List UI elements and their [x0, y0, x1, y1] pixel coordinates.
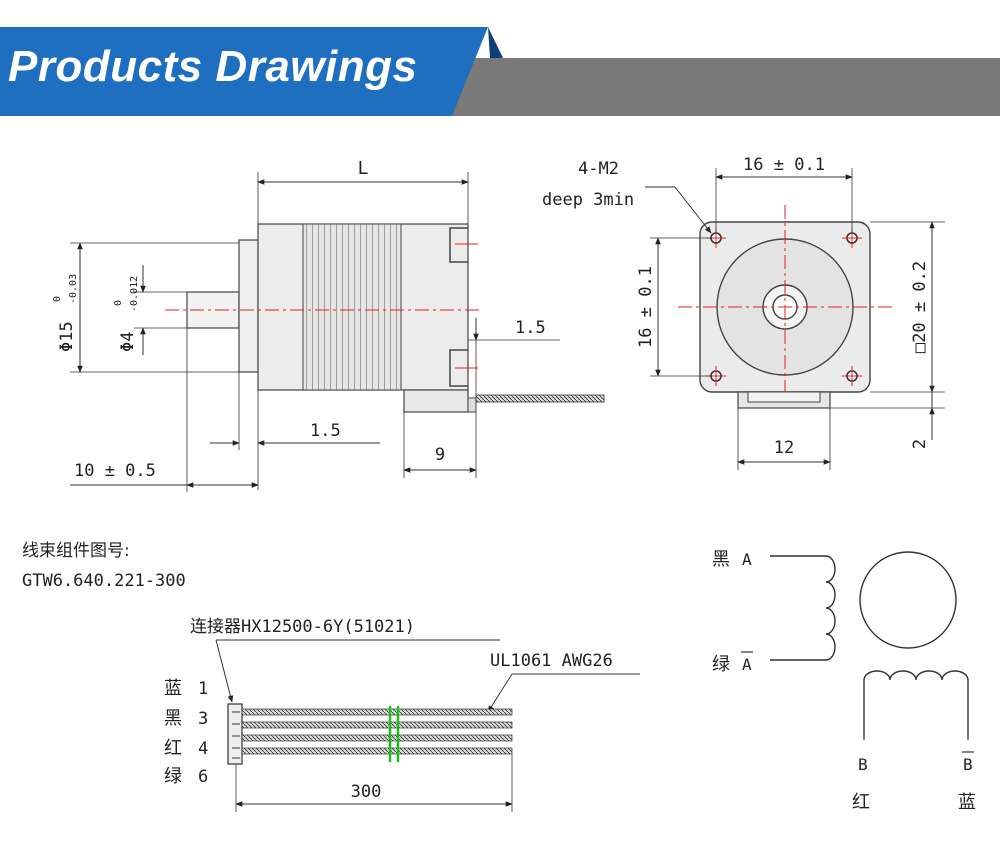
- dim-hole-spacing-x: 16 ± 0.1: [743, 155, 825, 175]
- dim-tab-width: 12: [774, 438, 794, 458]
- dim-square-size: □20 ± 0.2: [910, 261, 930, 353]
- harness-part-number: GTW6.640.221-300: [22, 571, 186, 591]
- svg-text:Φ4: Φ4: [118, 332, 138, 352]
- end-cap-notch-bottom: [449, 349, 468, 387]
- harness-wires: [241, 708, 513, 755]
- leader-connector: [215, 639, 234, 703]
- svg-text:6: 6: [198, 767, 208, 787]
- dim-body-diameter: Φ15 0 -0.03: [52, 274, 79, 352]
- dim-cable-gap: 1.5: [515, 318, 546, 338]
- dim-shaft-length: 10 ± 0.5: [74, 461, 156, 481]
- svg-text:-0.03: -0.03: [68, 274, 79, 304]
- svg-text:0: 0: [113, 300, 124, 306]
- leader-wire: [487, 673, 513, 713]
- front-view: 4-M2 deep 3min 16 ± 0.1 16 ± 0.1 □20 ± 0…: [542, 155, 945, 470]
- coil-b: [863, 670, 969, 740]
- svg-text:4: 4: [198, 739, 208, 759]
- winding-schematic: 黑 A 绿 A B 红 B 蓝: [712, 549, 976, 813]
- end-cap-notch-top: [449, 227, 468, 263]
- dim-shaft-diameter: Φ4 0 -0.012: [113, 276, 140, 352]
- coil-a: [770, 555, 836, 661]
- svg-text:蓝: 蓝: [164, 678, 182, 699]
- page-title: Products Drawings: [8, 42, 418, 91]
- coil-b-left-color: 红: [852, 792, 870, 813]
- harness-connector: [227, 703, 243, 765]
- dim-tab-height: 2: [910, 439, 930, 449]
- lead-cable: [475, 394, 605, 403]
- svg-text:红: 红: [164, 738, 182, 759]
- motor-flange: [238, 239, 259, 373]
- svg-text:绿: 绿: [164, 766, 182, 787]
- harness-title: 线束组件图号:: [22, 541, 130, 561]
- coil-a-top-color: 黑: [712, 549, 730, 570]
- coil-b-right-color: 蓝: [958, 792, 976, 813]
- svg-text:0: 0: [52, 296, 63, 302]
- connector-block: [403, 389, 469, 413]
- motor-winding-section: [302, 223, 402, 391]
- svg-text:3: 3: [198, 709, 208, 729]
- leader-hole-spec: [674, 186, 712, 234]
- connector-spec: 连接器HX12500-6Y(51021): [190, 617, 415, 637]
- svg-text:1: 1: [198, 679, 208, 699]
- harness-drawing: 线束组件图号: GTW6.640.221-300 连接器HX12500-6Y(5…: [22, 541, 640, 812]
- header-banner: Products Drawings: [0, 0, 1000, 120]
- dim-hole-spacing-y: 16 ± 0.1: [636, 266, 656, 348]
- dim-connector-width: 9: [435, 445, 445, 465]
- banner-shapes: [0, 27, 1000, 116]
- pin-labels: 蓝 1 黑 3 红 4 绿 6: [164, 678, 208, 787]
- coil-a-bottom-label: A: [742, 655, 752, 674]
- coil-b-right-label: B: [963, 755, 973, 774]
- hole-spec: 4-M2: [578, 159, 619, 179]
- svg-text:-0.012: -0.012: [129, 276, 140, 312]
- dim-harness-length: 300: [351, 782, 382, 802]
- banner-gray-band: [450, 58, 1000, 116]
- banner-fold: [488, 27, 503, 58]
- connector-tab-inner: [747, 391, 821, 403]
- coil-a-top-label: A: [742, 550, 752, 569]
- dim-length-label: L: [358, 158, 369, 179]
- wire-spec: UL1061 AWG26: [490, 651, 613, 671]
- connector-lip: [467, 397, 477, 413]
- hole-depth: deep 3min: [542, 190, 634, 210]
- rotor-circle: [859, 551, 957, 649]
- coil-a-bottom-color: 绿: [712, 654, 730, 675]
- side-view: L Φ15 0 -0.03 Φ4 0 -0.012 1.5 10 ± 0.: [52, 158, 605, 492]
- connector-pins: [232, 711, 240, 759]
- coil-b-left-label: B: [858, 755, 868, 774]
- svg-text:黑: 黑: [164, 708, 182, 729]
- mounting-holes: [706, 228, 862, 386]
- svg-text:Φ15: Φ15: [57, 321, 77, 352]
- dim-flange-thickness: 1.5: [310, 421, 341, 441]
- banner-blue-band: [0, 27, 488, 116]
